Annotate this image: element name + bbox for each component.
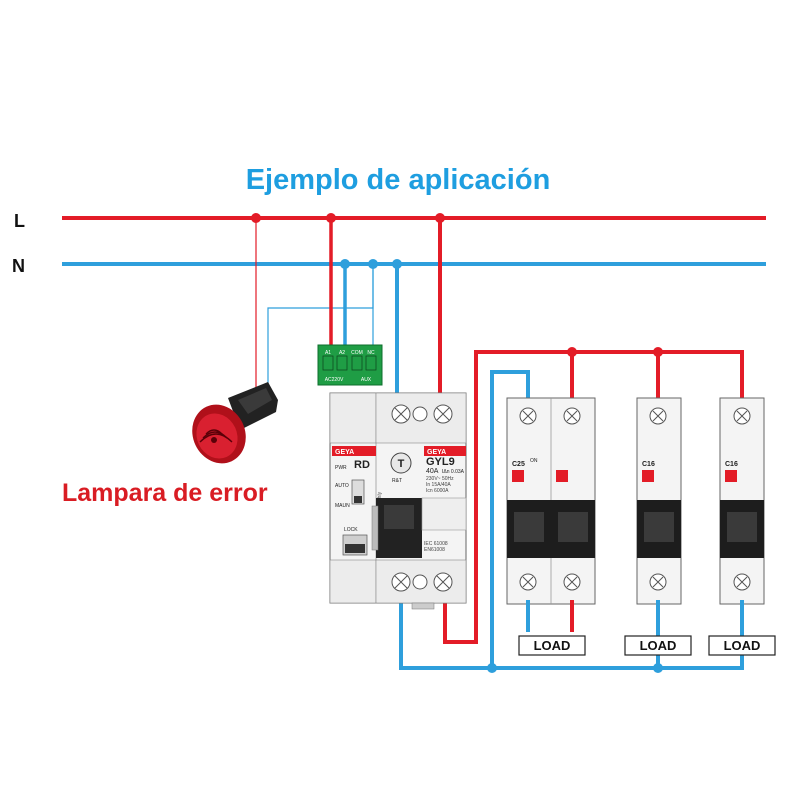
rcd-spec-current: In 15A/40A bbox=[426, 482, 451, 488]
rcd-spec-voltage: 230V~ 50Hz bbox=[426, 476, 454, 482]
neutral-line-label: N bbox=[12, 256, 25, 276]
breaker-c16a-rating: C16 bbox=[642, 461, 655, 468]
neutral-junctions bbox=[340, 259, 402, 269]
lamp-label: Lampara de error bbox=[62, 479, 268, 507]
indicator-maun: MAUN bbox=[335, 503, 350, 509]
breaker-c25-on-label: ON bbox=[530, 458, 538, 464]
rcd-brand: GEYA bbox=[335, 449, 354, 456]
rcd-sensitivity: IΔn 0.03A bbox=[442, 469, 465, 475]
distribution-junctions-neutral bbox=[487, 663, 663, 673]
load-box-1: LOAD bbox=[518, 635, 586, 656]
aux-pin-a1: A1 bbox=[325, 350, 331, 356]
rcd-top-screws bbox=[391, 404, 453, 424]
aux-label-voltage: AC220V bbox=[325, 377, 344, 383]
rcd-brand-secondary: GEYA bbox=[427, 449, 446, 456]
rcd-rating: 40A bbox=[426, 468, 439, 475]
aux-terminal-block: A1 A2 COM NC AC220V AUX bbox=[317, 344, 383, 386]
rcd-standard-2: EN61008 bbox=[424, 547, 445, 553]
breaker-c25: C25 ON bbox=[506, 397, 596, 605]
rcd-device: GEYA GEYA RD GYL9 40A IΔn 0.03A 230V~ 50… bbox=[329, 392, 467, 610]
load-box-2: LOAD bbox=[624, 635, 692, 656]
aux-pin-com: COM bbox=[351, 350, 363, 356]
aux-pin-nc: NC bbox=[367, 350, 375, 356]
breaker-c16-a: C16 bbox=[636, 397, 682, 605]
rcd-spec-icn: Icn 6000A bbox=[426, 488, 449, 494]
distribution-junctions-live bbox=[567, 347, 663, 357]
aux-label-aux: AUX bbox=[361, 377, 372, 383]
reset-label: R&T bbox=[392, 478, 402, 484]
rcd-live-out-wire bbox=[443, 350, 744, 644]
load-label-2: LOAD bbox=[640, 638, 677, 653]
error-lamp bbox=[192, 382, 278, 464]
rcd-model: RD bbox=[354, 459, 370, 471]
test-button-label: T bbox=[398, 458, 405, 470]
rcd-series: GYL9 bbox=[426, 456, 455, 468]
live-line-label: L bbox=[14, 211, 25, 231]
c25-neutral-in-wire bbox=[490, 370, 530, 668]
load-label-3: LOAD bbox=[724, 638, 761, 653]
load-box-3: LOAD bbox=[708, 635, 776, 656]
aux-pin-a2: A2 bbox=[339, 350, 345, 356]
rcd-bottom-screws bbox=[391, 572, 453, 592]
rcd-standard-1: IEC 61008 bbox=[424, 541, 448, 547]
indicator-lock: LOCK bbox=[344, 527, 358, 533]
test-button[interactable] bbox=[390, 452, 412, 474]
diagram-title: Ejemplo de aplicación bbox=[246, 164, 551, 196]
indicator-auto: AUTO bbox=[335, 483, 349, 489]
breaker-c16-b: C16 bbox=[719, 397, 765, 605]
breaker-c16b-rating: C16 bbox=[725, 461, 738, 468]
indicator-pwr: PWR bbox=[335, 465, 347, 471]
breaker-c25-rating: C25 bbox=[512, 461, 525, 468]
load-label-1: LOAD bbox=[534, 638, 571, 653]
